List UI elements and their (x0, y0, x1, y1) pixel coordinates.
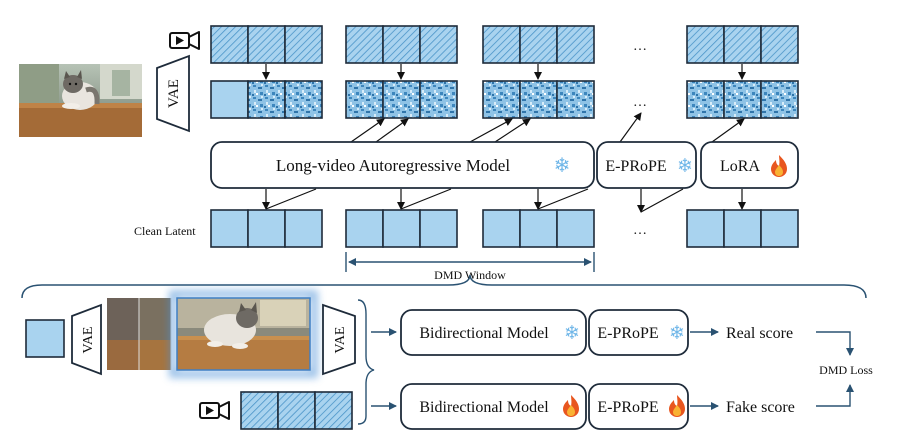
snowflake-icon: ❄ (669, 322, 685, 344)
autoregressive-arrows (350, 112, 745, 143)
ellipsis-row1: … (633, 39, 647, 54)
latent-group (482, 80, 595, 119)
lora-box: LoRA (700, 141, 799, 189)
latent-group (686, 209, 799, 248)
decoded-frames (107, 298, 172, 370)
latent-group (482, 25, 595, 64)
snowflake-icon: ❄ (564, 322, 580, 344)
bidirectional-model-fake: Bidirectional Model (400, 383, 587, 430)
fake-input-latents (240, 391, 353, 430)
latent-group (686, 25, 799, 64)
latent-group (210, 209, 323, 248)
loss-arrows (816, 331, 854, 407)
cat-input-image (19, 64, 142, 137)
video-camera-icon (169, 31, 200, 50)
vae-encoder-top: VAE (156, 54, 190, 133)
latent-group (686, 80, 799, 119)
eprope-label-fake: E-PRoPE (597, 399, 658, 416)
input-brace (357, 299, 375, 425)
real-score-label: Real score (726, 325, 793, 342)
lora-label: LoRA (720, 158, 760, 175)
clean-latent-label: Clean Latent (134, 224, 196, 238)
output-arrows (262, 188, 746, 213)
fire-icon (771, 155, 787, 177)
highlighted-frame (169, 290, 318, 378)
latent-group (345, 25, 458, 64)
vae-encoder-bottom: VAE (322, 303, 356, 376)
eprope-box-top: E-PRoPE ❄ (596, 141, 697, 189)
eprope-label-top: E-PRoPE (605, 158, 666, 175)
dmd-window-span (345, 252, 595, 272)
input-latent (25, 319, 65, 358)
vae-label-bottom-left: VAE (81, 327, 96, 354)
long-video-model-label: Long-video Autoregressive Model (276, 156, 510, 175)
latent-group (210, 25, 323, 64)
bidirectional-model-real: Bidirectional Model ❄ (400, 309, 587, 356)
ellipsis-row2: … (633, 95, 647, 110)
fire-icon (563, 395, 579, 417)
clean-latent-row (210, 209, 799, 248)
fire-icon (669, 395, 685, 417)
model-input-arrows (371, 328, 397, 410)
bidirectional-model-label: Bidirectional Model (419, 325, 549, 342)
vae-label-top: VAE (166, 79, 182, 108)
latent-group (482, 209, 595, 248)
bidirectional-model-label: Bidirectional Model (419, 399, 549, 416)
vae-decoder-bottom: VAE (71, 303, 102, 376)
fake-score-label: Fake score (726, 399, 795, 416)
eprope-box-fake: E-PRoPE (588, 383, 689, 430)
noisy-input-row (210, 25, 799, 64)
section-brace (21, 274, 867, 299)
long-video-model-box: Long-video Autoregressive Model ❄ (210, 141, 595, 189)
latent-group (345, 209, 458, 248)
snowflake-icon: ❄ (677, 155, 693, 177)
eprope-box-real: E-PRoPE ❄ (588, 309, 689, 356)
snowflake-icon: ❄ (554, 153, 571, 177)
vae-label-bottom-right: VAE (333, 327, 348, 354)
latent-group (345, 80, 458, 119)
eprope-label-real: E-PRoPE (597, 325, 658, 342)
noisy-latent-row (210, 80, 799, 119)
latent-group (210, 80, 323, 119)
noise-arrows (262, 64, 746, 80)
dmd-loss-label: DMD Loss (819, 363, 873, 377)
video-camera-icon (199, 401, 230, 420)
ellipsis-row3: … (633, 223, 647, 238)
score-arrows (690, 328, 719, 410)
